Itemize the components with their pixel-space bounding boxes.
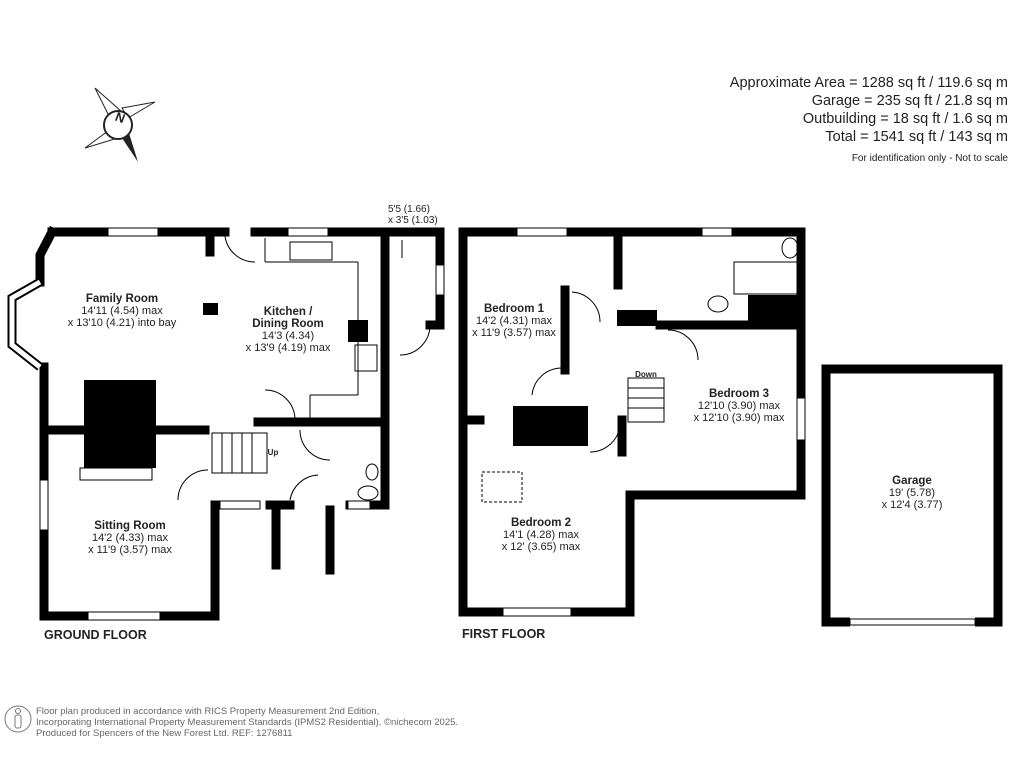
room-dim1: 19' (5.78) <box>888 487 936 499</box>
ground-floor-label: GROUND FLOOR <box>44 628 147 642</box>
staircase <box>627 377 665 423</box>
room-bedroom-3: Bedroom 3 12'10 (3.90) max x 12'10 (3.90… <box>694 388 785 424</box>
footer-line-1: Floor plan produced in accordance with R… <box>36 706 380 717</box>
room-name: Bedroom 2 <box>510 517 572 529</box>
room-bedroom-2: Bedroom 2 14'1 (4.28) max x 12' (3.65) m… <box>502 517 581 553</box>
loft-hatch <box>481 471 523 503</box>
room-dim2: x 13'9 (4.19) max <box>245 342 331 354</box>
room-garage: Garage 19' (5.78) x 12'4 (3.77) <box>882 475 943 511</box>
room-name: Sitting Room <box>94 520 166 532</box>
first-floor-label: FIRST FLOOR <box>462 627 546 641</box>
room-dim1: 14'2 (4.31) max <box>475 315 553 327</box>
footer-notes: Floor plan produced in accordance with R… <box>36 706 458 739</box>
sink-icon <box>289 241 333 261</box>
garage-walls <box>821 364 1003 627</box>
ground-floor-fixtures <box>79 235 431 501</box>
room-name: Kitchen / <box>263 306 313 318</box>
room-dim1: 14'11 (4.54) max <box>81 305 163 317</box>
area-garage: Garage = 235 sq ft / 21.8 sq m <box>811 93 1008 109</box>
garage-door <box>849 618 976 626</box>
room-dim1: 14'3 (4.34) <box>261 330 315 342</box>
room-name: Bedroom 3 <box>708 388 770 400</box>
room-name: Bedroom 1 <box>483 303 545 315</box>
footer-line-3: Produced for Spencers of the New Forest … <box>36 728 293 739</box>
outbuilding-dimensions: 5'5 (1.66) x 3'5 (1.03) <box>388 204 438 226</box>
room-name: Garage <box>892 475 932 487</box>
outbuilding-dim1: 5'5 (1.66) <box>388 204 430 215</box>
ground-floor-chimneys <box>84 303 368 468</box>
room-dim2: x 11'9 (3.57) max <box>88 544 172 556</box>
room-dim1: 14'2 (4.33) max <box>91 532 169 544</box>
room-sitting-room: Sitting Room 14'2 (4.33) max x 11'9 (3.5… <box>88 520 172 556</box>
stairs-down-label: Down <box>635 370 657 379</box>
room-dim1: 14'1 (4.28) max <box>502 529 580 541</box>
room-dim2: x 12' (3.65) max <box>501 541 581 553</box>
outbuilding-dim2: x 3'5 (1.03) <box>388 215 438 226</box>
area-total: Total = 1541 sq ft / 143 sq m <box>825 129 1008 145</box>
room-dim2: x 11'9 (3.57) max <box>472 327 556 339</box>
room-bedroom-1: Bedroom 1 14'2 (4.31) max x 11'9 (3.57) … <box>472 303 556 339</box>
footer-line-2: Incorporating International Property Mea… <box>36 717 459 728</box>
room-family-room: Family Room 14'11 (4.54) max x 13'10 (4.… <box>68 293 177 329</box>
room-dim2: x 12'4 (3.77) <box>881 499 943 511</box>
person-scale-icon <box>4 705 32 733</box>
first-floor-fixtures <box>481 237 799 503</box>
room-kitchen-dining: Kitchen / Dining Room 14'3 (4.34) x 13'9… <box>246 306 331 354</box>
room-dim1: 12'10 (3.90) max <box>697 400 781 412</box>
ground-floor-bay-window <box>7 278 43 371</box>
area-summary: Approximate Area = 1288 sq ft / 119.6 sq… <box>730 74 1008 168</box>
area-approx: Approximate Area = 1288 sq ft / 119.6 sq… <box>729 75 1008 91</box>
scale-note: For identification only - Not to scale <box>851 153 1008 164</box>
room-name: Family Room <box>85 293 159 305</box>
first-floor-windows <box>502 227 806 617</box>
room-dim2: x 13'10 (4.21) into bay <box>67 317 177 329</box>
first-floor-chimneys <box>513 295 798 446</box>
ground-floor-windows <box>39 227 445 621</box>
bath-icon <box>733 261 799 295</box>
room-name-2: Dining Room <box>252 318 324 330</box>
area-outbuilding: Outbuilding = 18 sq ft / 1.6 sq m <box>802 111 1008 127</box>
staircase <box>211 432 268 474</box>
compass-icon <box>84 87 156 162</box>
hob-icon <box>354 344 378 372</box>
room-dim2: x 12'10 (3.90) max <box>693 412 785 424</box>
stairs-up-label: Up <box>267 448 279 457</box>
